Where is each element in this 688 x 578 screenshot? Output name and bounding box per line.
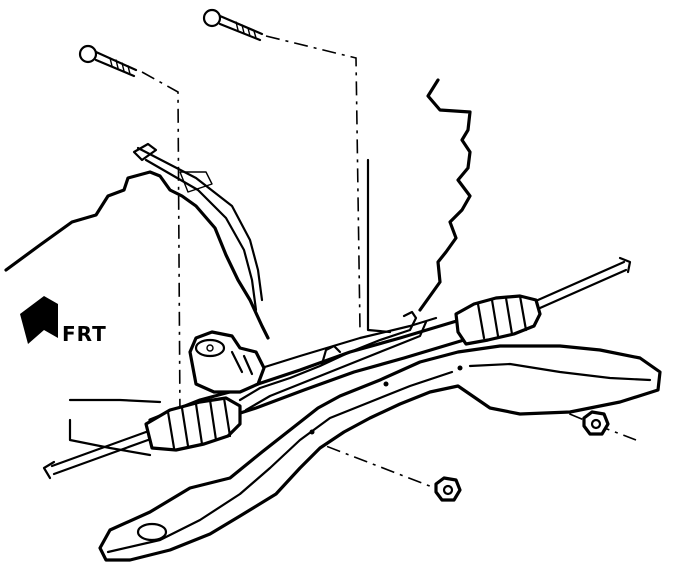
intermediate-shaft [132,142,264,312]
nut-right [582,410,610,436]
pinion-valve [188,330,266,394]
rack-boot-right [454,294,542,346]
crossmember [98,344,662,562]
install-guides [141,35,637,491]
bolt-right [202,8,264,42]
front-arrow-icon [20,296,58,344]
hydraulic-lines [238,310,428,412]
nut-lower [434,476,462,502]
body-panel-left [4,170,270,457]
bolt-left [78,44,138,78]
rack-boot-left [144,396,242,452]
body-panel-right [366,78,472,334]
front-indicator-label: FRT [62,322,107,346]
tie-rod-left [42,430,150,480]
tie-rod-right [536,256,632,310]
